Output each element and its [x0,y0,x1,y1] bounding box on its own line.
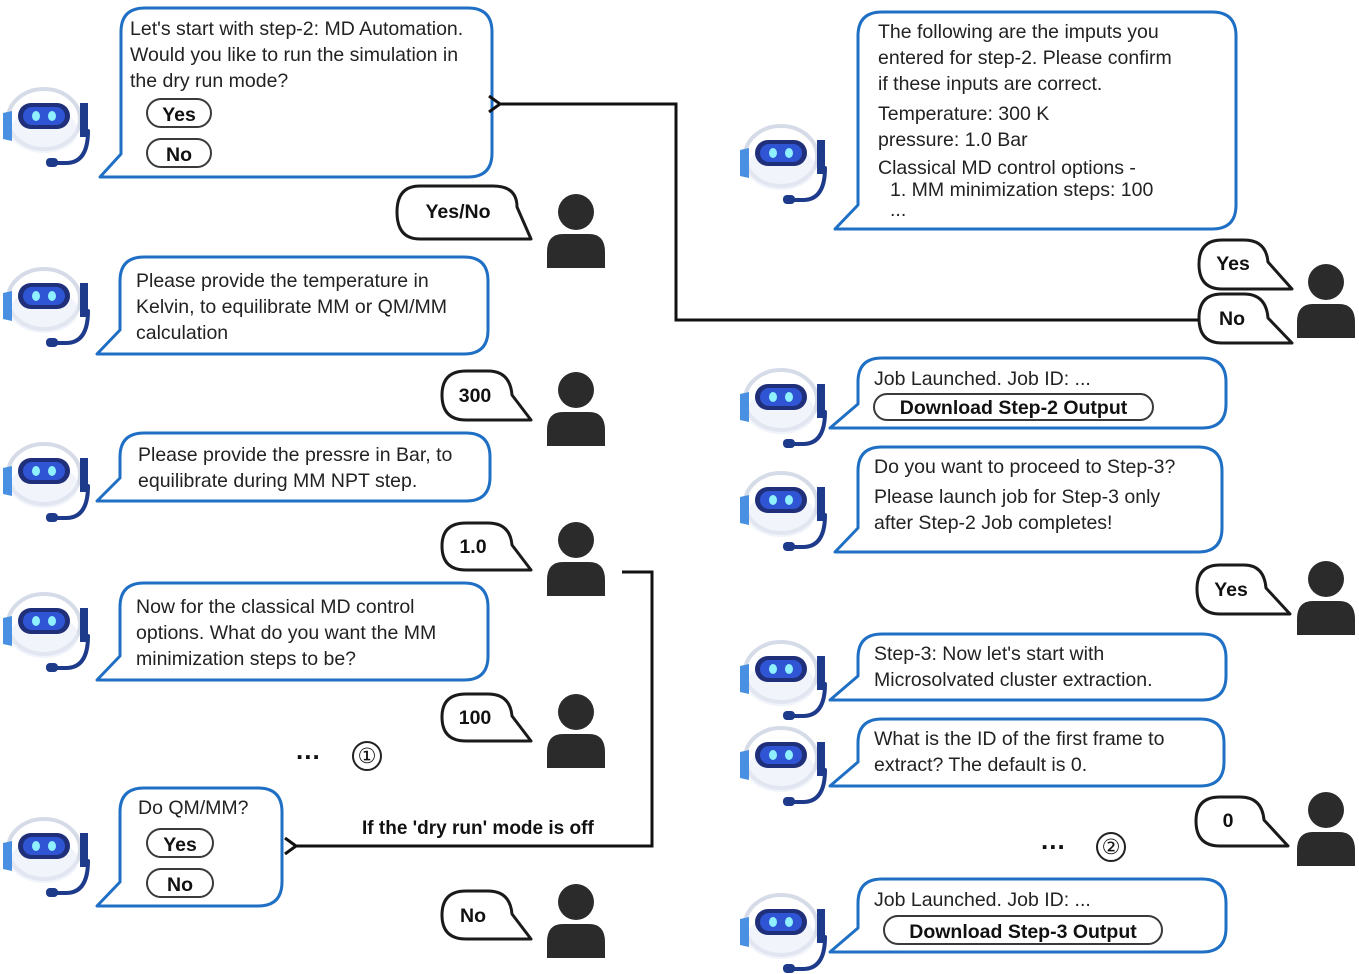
bot-message-job-launched-step2: Job Launched. Job ID: ... [874,366,1091,392]
message-line: Please provide the temperature in [136,270,429,292]
bot-message-pressure: Please provide the pressre in Bar, to eq… [138,442,452,494]
flow-arrow-dry-run-off [296,570,654,846]
robot-icon [738,893,827,974]
message-line: Would you like to run the simulation in [130,44,459,66]
bot-message-frame-id: What is the ID of the first frame to ext… [874,726,1164,778]
bot-message-proceed-step3: Do you want to proceed to Step-3? Please… [874,454,1175,536]
message-line: if these inputs are correct. [878,73,1103,95]
message-line: ... [890,199,907,221]
bot-message-temperature: Please provide the temperature in Kelvin… [136,268,447,346]
message-line: Microsolvated cluster extraction. [874,669,1153,691]
message-line: Kelvin, to equilibrate MM or QM/MM [136,296,448,318]
bot-bubble [833,445,1224,554]
message-line: Now for the classical MD control [136,596,415,618]
robot-icon [738,640,827,722]
ellipsis-1: ... [296,735,321,765]
yes-button[interactable]: Yes [146,98,212,128]
user-bubble [440,521,533,572]
user-icon [547,372,605,446]
download-step2-output-button[interactable]: Download Step-2 Output [873,393,1154,421]
user-bubble [1194,795,1290,848]
user-reply: No [1219,308,1245,330]
message-line: Job Launched. Job ID: ... [874,889,1091,911]
step-marker-2: ② [1096,832,1126,862]
message-line: Classical MD control options - [878,157,1136,179]
ellipsis-2: ... [1041,825,1066,855]
user-icon [1297,561,1355,635]
bot-message-qmmm: Do QM/MM? [138,795,249,821]
user-icon [547,522,605,596]
step-marker-1: ① [352,741,382,771]
bot-bubble [95,255,490,356]
message-line: the dry run mode? [130,70,289,92]
message-line: equilibrate during MM NPT step. [138,470,418,492]
bot-bubble [95,431,492,503]
no-button[interactable]: No [146,868,214,898]
message-line: entered for step-2. Please confirm [878,47,1172,69]
message-line: calculation [136,322,229,344]
user-icon [547,194,605,268]
dry-run-off-label: If the 'dry run' mode is off [362,818,594,839]
message-line: pressure: 1.0 Bar [878,129,1028,151]
robot-icon [1,817,90,899]
user-reply: 0 [1222,810,1234,832]
message-line: Please launch job for Step-3 only [874,486,1161,508]
user-reply: 100 [458,707,492,729]
user-icon [547,884,605,958]
message-line: Job Launched. Job ID: ... [874,368,1091,390]
robot-icon [1,267,90,349]
bot-bubble [828,717,1226,788]
user-reply: Yes/No [425,201,491,223]
message-line: Let's start with step-2: MD Automation. [130,18,464,40]
bot-message-job-launched-step3: Job Launched. Job ID: ... [874,887,1091,913]
bot-message-dry-run: Let's start with step-2: MD Automation. … [130,16,463,94]
flow-arrow-no-back [500,104,1198,322]
message-line: Do QM/MM? [138,797,249,819]
user-bubble [440,889,533,941]
message-line: after Step-2 Job completes! [874,512,1113,534]
robot-icon [1,592,90,674]
robot-icon [738,726,827,808]
user-bubble [440,369,533,422]
user-reply: 1.0 [459,536,487,558]
message-line: The following are the imputs you [878,21,1159,43]
message-line: Temperature: 300 K [878,103,1050,125]
message-line: extract? The default is 0. [874,754,1088,776]
user-icon [1297,792,1355,866]
user-reply: No [460,905,486,927]
bot-bubble [95,581,490,682]
message-line: Please provide the pressre in Bar, to [138,444,453,466]
message-line: minimization steps to be? [136,648,357,670]
robot-icon [1,442,90,524]
user-bubble [395,184,533,241]
user-bubble [1197,292,1294,345]
user-reply: Yes [1216,253,1250,275]
bot-bubble [833,10,1238,231]
robot-icon [738,124,827,206]
user-icon [547,694,605,768]
user-bubble [1197,238,1294,291]
user-reply: Yes [1214,579,1248,601]
user-reply: 300 [458,385,492,407]
message-line: What is the ID of the first frame to [874,728,1165,750]
user-icon [1297,264,1355,338]
message-line: 1. MM minimization steps: 100 [890,179,1154,201]
bot-bubble [828,632,1228,702]
bot-bubble [98,6,494,179]
message-line: Step-3: Now let's start with [874,643,1105,665]
bot-message-step3-start: Step-3: Now let's start with Microsolvat… [874,641,1153,693]
user-bubble [440,692,533,743]
robot-icon [738,368,827,450]
no-button[interactable]: No [146,138,212,168]
bot-message-confirm-inputs: The following are the imputs you entered… [878,19,1172,221]
robot-icon [738,471,827,553]
message-line: options. What do you want the MM [136,622,437,644]
download-step3-output-button[interactable]: Download Step-3 Output [883,915,1163,945]
message-line: Do you want to proceed to Step-3? [874,456,1176,478]
robot-icon [1,87,90,169]
user-bubble [1195,563,1292,616]
bot-message-md-control: Now for the classical MD control options… [136,594,436,672]
yes-button[interactable]: Yes [146,828,214,858]
